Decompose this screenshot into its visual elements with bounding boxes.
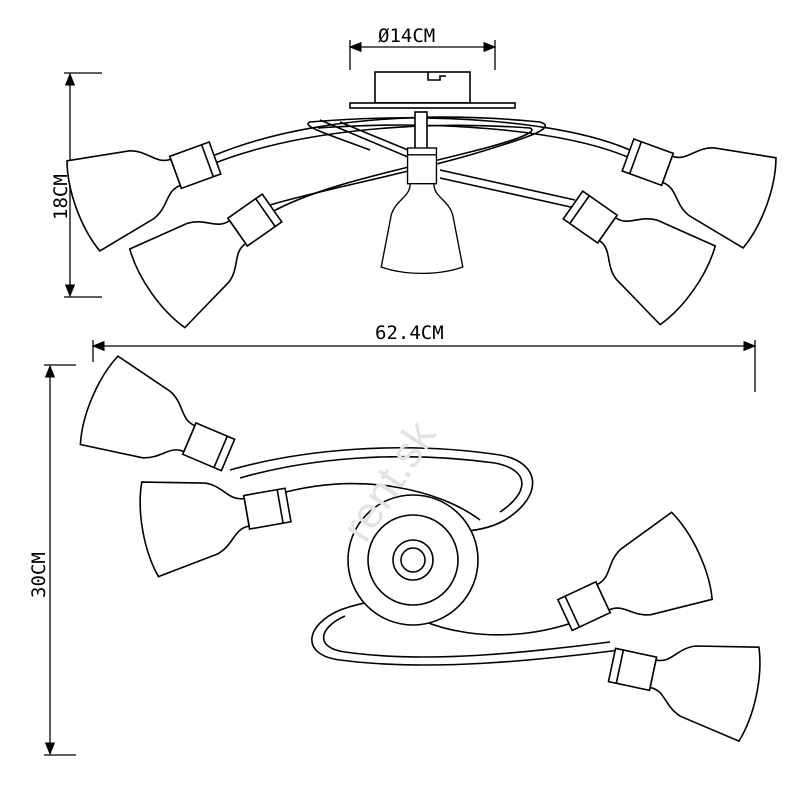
shade-center [380, 147, 464, 275]
side-view [59, 40, 784, 333]
shade-mid-left [133, 456, 298, 579]
depth-label: 30CM [28, 552, 50, 598]
width-label: 62.4CM [375, 322, 444, 344]
canopy [374, 71, 471, 104]
shade-top-left [72, 352, 248, 500]
top-view [44, 340, 768, 756]
shade-mid-right [543, 508, 720, 660]
canopy-diameter-label: Ø14CM [378, 25, 436, 47]
height-label: 18CM [50, 174, 72, 220]
shade-bottom-right [601, 617, 768, 744]
mounting-plate [349, 102, 516, 109]
